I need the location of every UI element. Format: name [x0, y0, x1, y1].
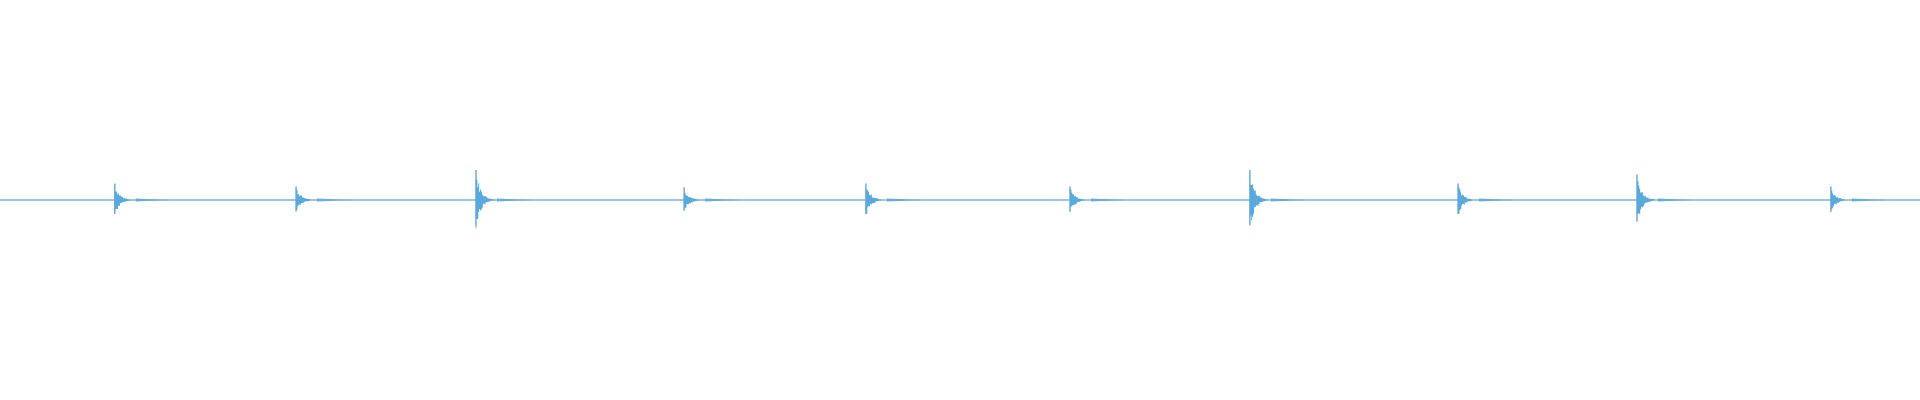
transient-8 [1457, 183, 1515, 215]
transient-shape [1636, 180, 1694, 217]
transient-2 [295, 186, 353, 212]
transient-shape [475, 177, 533, 229]
transient-shape [1249, 175, 1307, 222]
transient-7 [1249, 170, 1307, 226]
transient-shape [1069, 189, 1127, 212]
transient-9 [1636, 174, 1694, 222]
transient-3 [475, 170, 533, 229]
transient-5 [865, 183, 923, 215]
transient-1 [114, 183, 172, 215]
transient-4 [683, 187, 741, 211]
transient-6 [1069, 186, 1127, 212]
waveform-transients [114, 170, 1888, 229]
transient-shape [865, 189, 923, 214]
transient-10 [1830, 186, 1888, 213]
transient-shape [1830, 190, 1888, 213]
